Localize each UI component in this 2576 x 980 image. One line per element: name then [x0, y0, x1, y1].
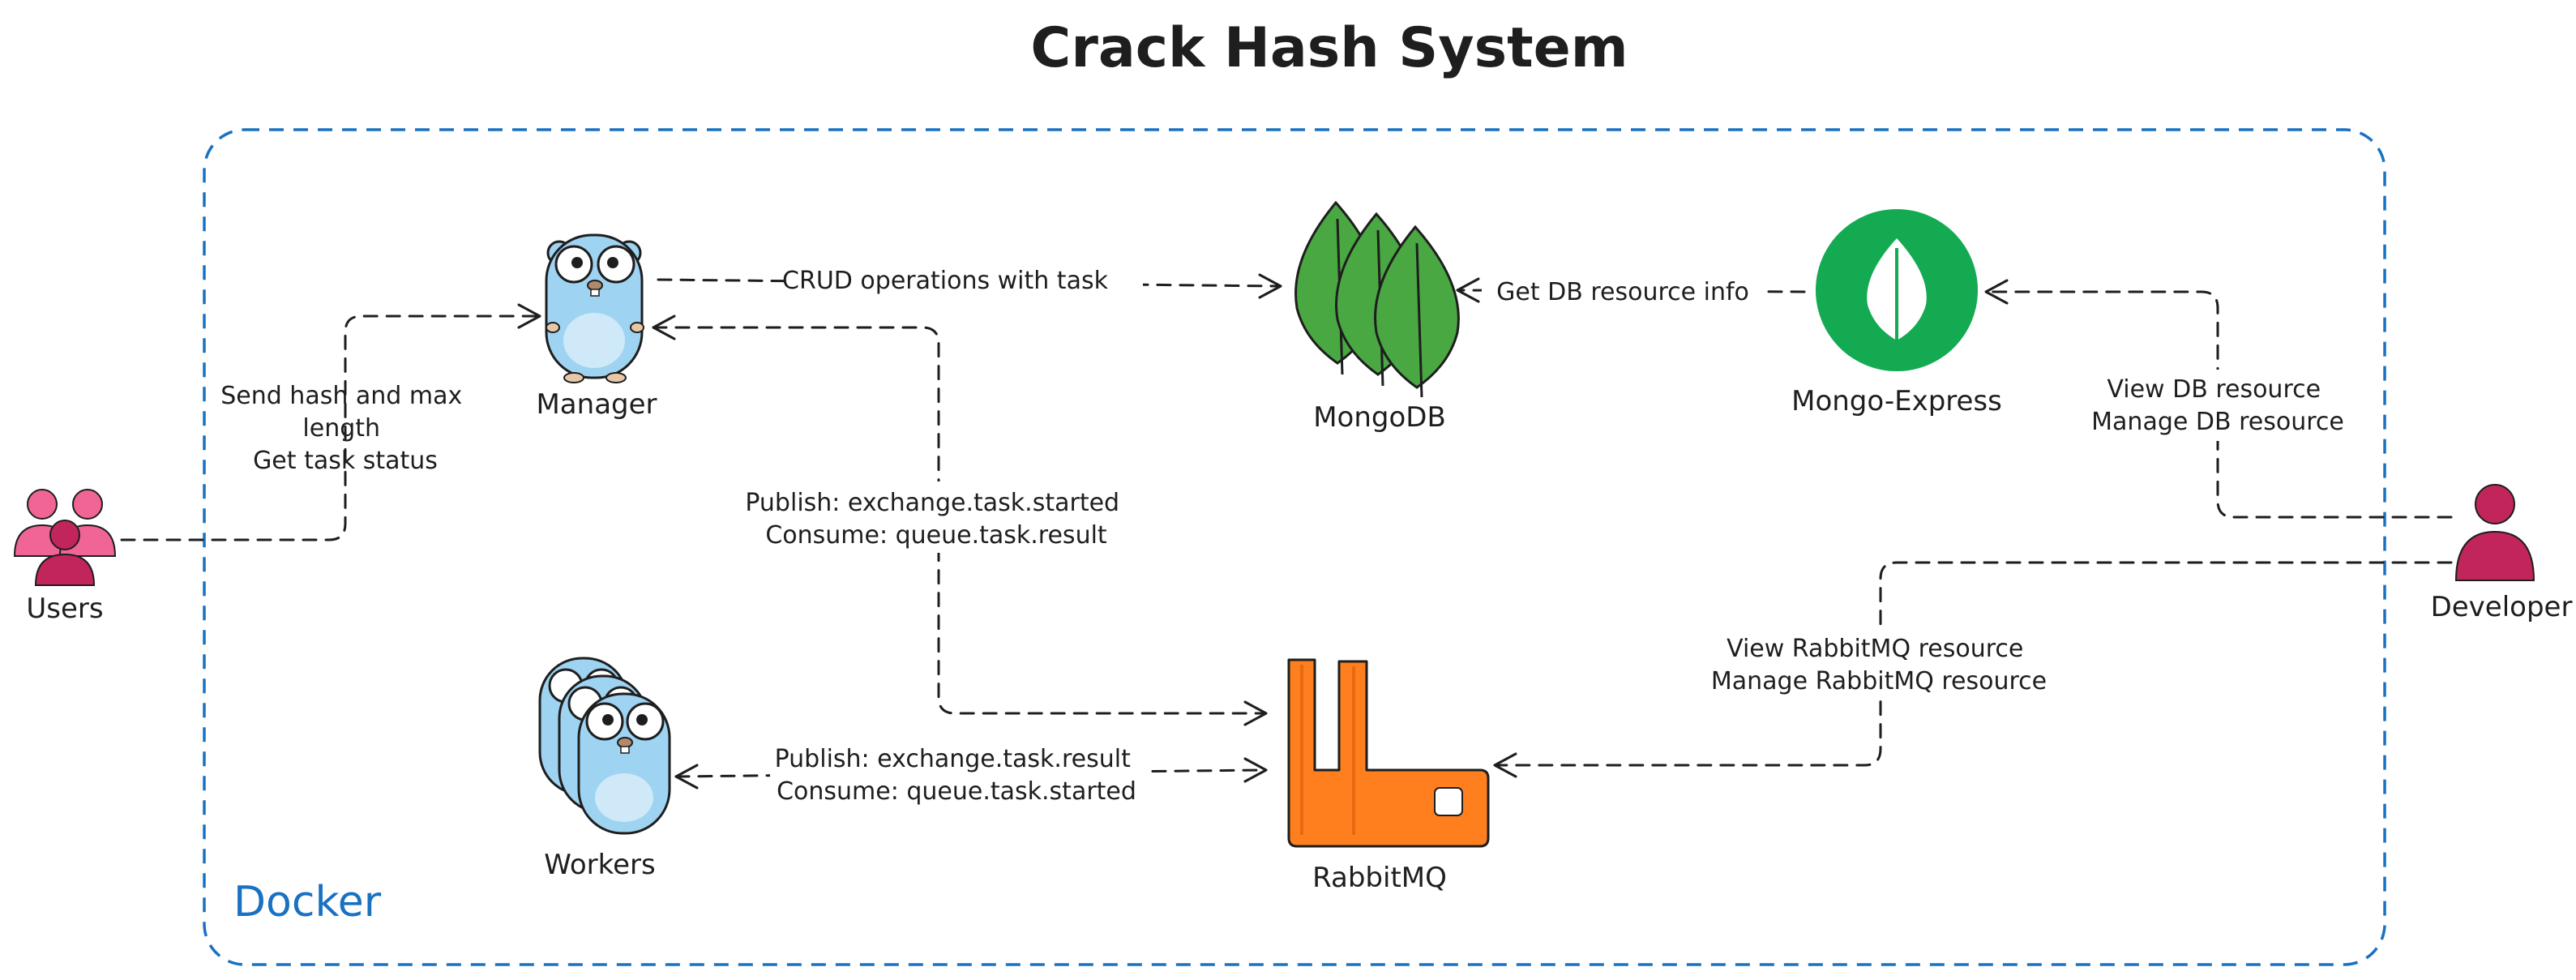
developer-label: Developer [2431, 591, 2573, 623]
node-manager: Manager [536, 233, 657, 421]
edge-users-manager [120, 303, 541, 541]
go-gopher-icon [545, 233, 644, 383]
node-mongo-express: Mongo-Express [1791, 209, 2002, 417]
edge-label-developer-express: View DB resource Manage DB resource [2091, 375, 2344, 436]
users-icon [13, 489, 117, 586]
rabbitmq-icon [1287, 658, 1490, 848]
docker-container [203, 128, 2386, 966]
workers-label: Workers [544, 849, 656, 881]
node-workers: Workers [538, 657, 671, 881]
diagram-title: Crack Hash System [1030, 16, 1628, 80]
edge-label-developer-rabbitmq: View RabbitMQ resource Manage RabbitMQ r… [1711, 635, 2047, 695]
mongodb-leaf-circle-icon [1816, 209, 1978, 371]
node-rabbitmq: RabbitMQ [1287, 658, 1490, 894]
manager-label: Manager [536, 388, 657, 421]
docker-label: Docker [233, 878, 382, 927]
edge-label-manager-mongodb: CRUD operations with task [782, 267, 1109, 295]
edge-manager-rabbitmq [652, 315, 1268, 726]
mongodb-leaf-icon [1294, 200, 1460, 398]
rabbitmq-label: RabbitMQ [1312, 862, 1447, 894]
node-mongodb: MongoDB [1294, 200, 1460, 434]
edge-label-manager-rabbitmq: Publish: exchange.task.started Consume: … [745, 489, 1127, 550]
node-users: Users [13, 489, 117, 625]
mongo-express-label: Mongo-Express [1791, 385, 2002, 417]
go-gophers-stack-icon [538, 657, 671, 835]
edge-label-workers-rabbitmq: Publish: exchange.task.result Consume: q… [775, 745, 1139, 806]
users-label: Users [26, 593, 103, 625]
edge-label-express-mongodb: Get DB resource info [1496, 278, 1749, 306]
developer-icon [2454, 484, 2535, 581]
edge-manager-mongodb [657, 273, 1282, 299]
edge-label-users-manager: Send hash and max length Get task status [220, 382, 470, 475]
mongodb-label: MongoDB [1313, 401, 1446, 434]
node-developer: Developer [2431, 484, 2573, 623]
